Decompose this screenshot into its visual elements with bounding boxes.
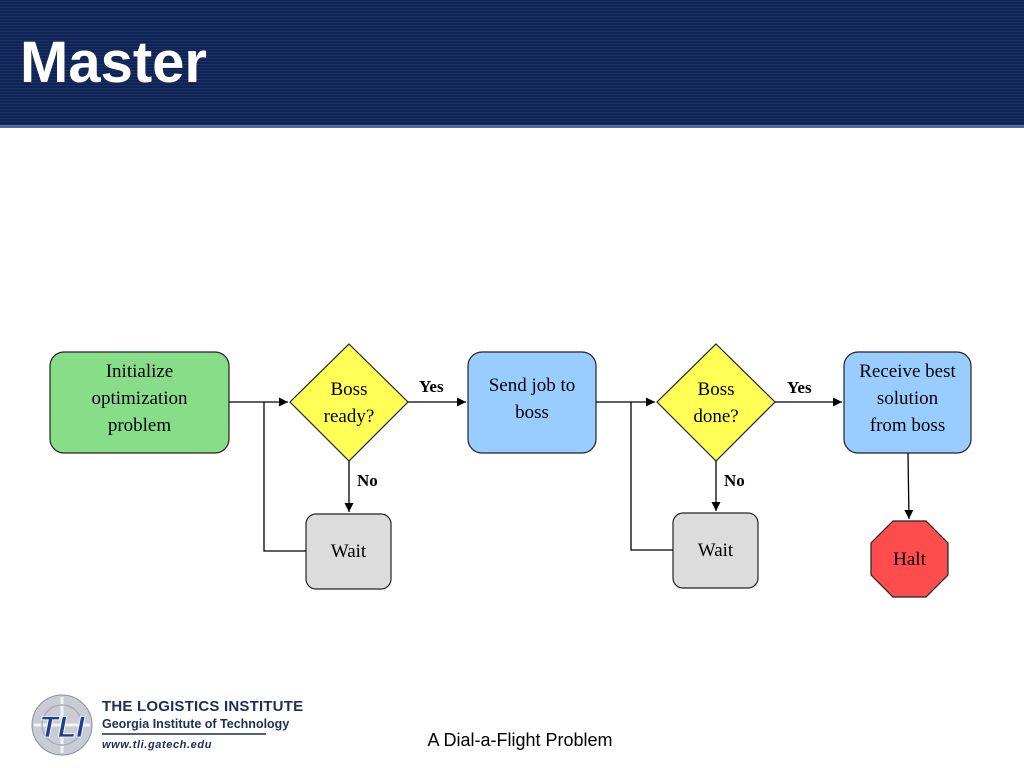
footer-caption: A Dial-a-Flight Problem <box>427 730 613 750</box>
halt-octagon-shape <box>870 520 949 598</box>
edge-receive-to-halt <box>904 452 914 520</box>
edge-label-no2: No <box>724 471 745 490</box>
edge-wait2-loop <box>630 402 673 551</box>
edge-label-yes1: Yes <box>419 377 444 396</box>
edge-label-no1: No <box>357 471 378 490</box>
boss-ready-label: Boss ready? <box>323 378 375 427</box>
init-node-label: Initialize optimization problem <box>91 361 188 436</box>
logo-line-university: Georgia Institute of Technology <box>102 717 290 731</box>
boss-done-label: Boss done? <box>693 378 739 427</box>
slide-title: Master <box>20 30 207 95</box>
tli-logo-emblem: TLI <box>31 694 93 756</box>
wait2-label: Wait <box>697 540 734 561</box>
receive-node-shape <box>843 351 972 454</box>
send-job-label: Send job to boss <box>488 374 576 423</box>
edge-wait1-loop <box>263 402 306 552</box>
logo-line-url: www.tli.gatech.edu <box>102 739 213 751</box>
edge-label-yes2: Yes <box>787 378 812 397</box>
title-bar: Master <box>0 0 1024 128</box>
wait1-label: Wait <box>330 541 367 562</box>
halt-label: Halt <box>893 548 926 570</box>
logo-line-institute: THE LOGISTICS INSTITUTE <box>102 698 304 715</box>
logo-monogram: TLI <box>40 711 86 744</box>
receive-label: Receive best solution from boss <box>859 361 956 436</box>
